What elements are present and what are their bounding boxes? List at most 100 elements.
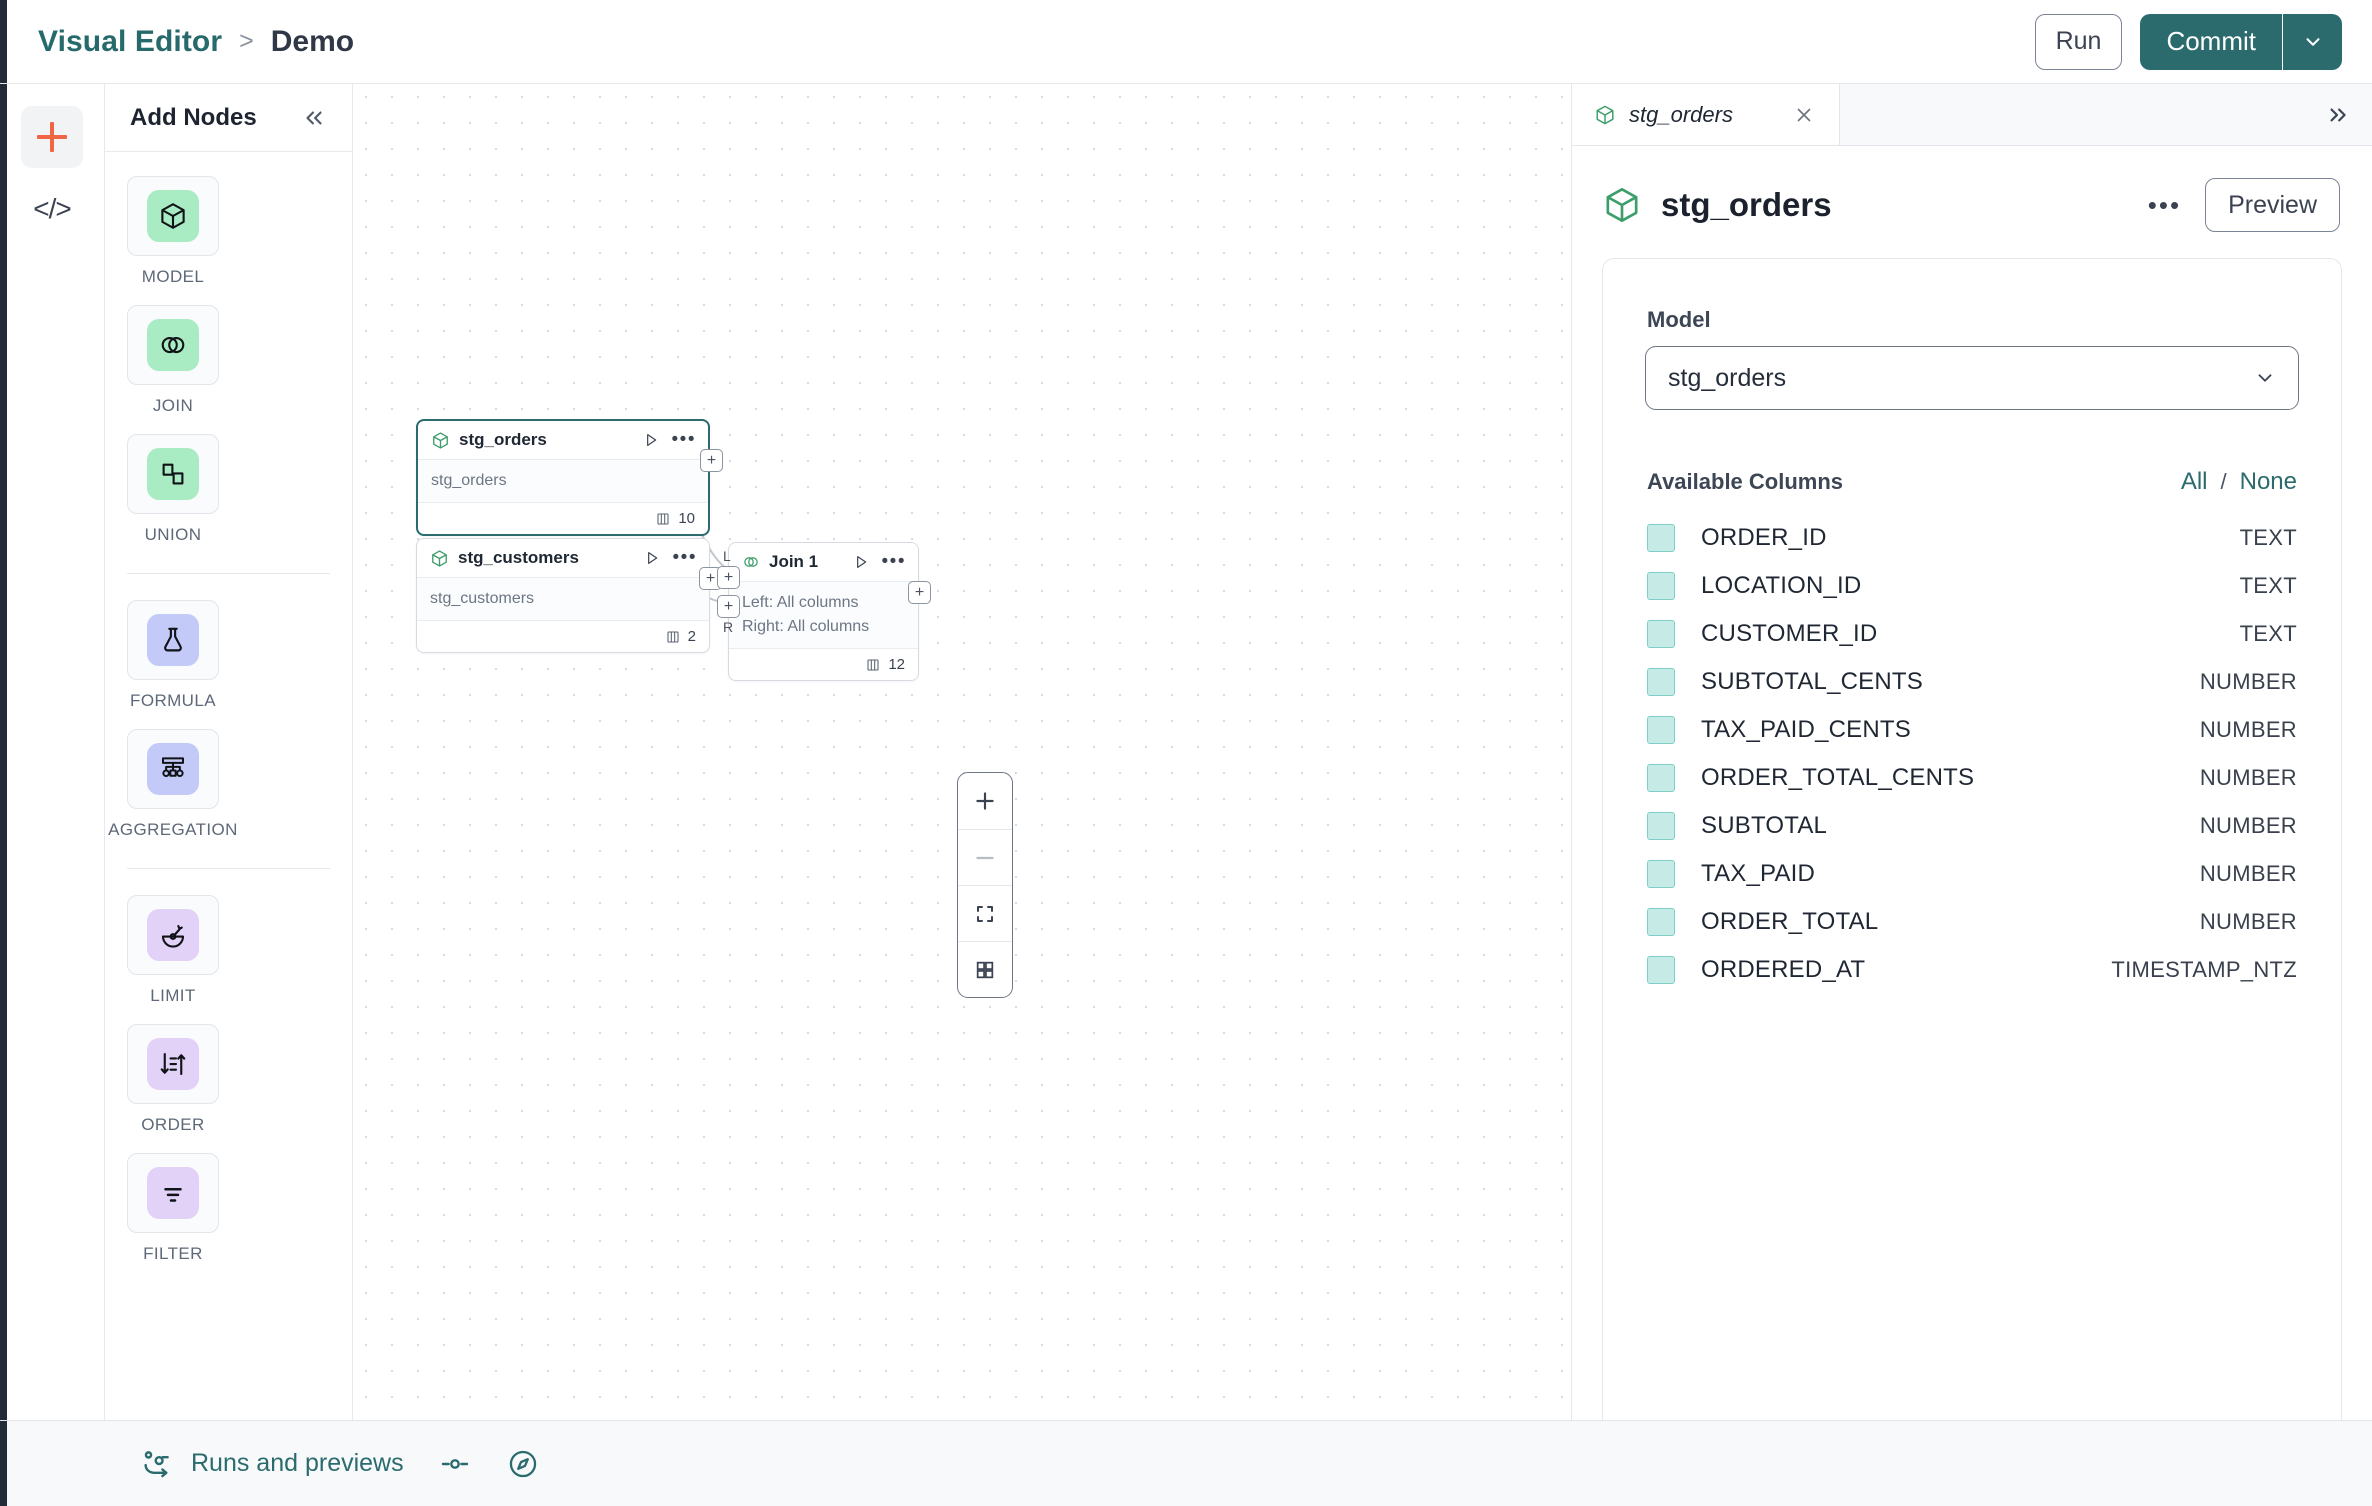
- explore-button[interactable]: [506, 1447, 540, 1481]
- commit-button[interactable]: Commit: [2140, 13, 2282, 70]
- available-columns-title: Available Columns: [1647, 469, 1844, 494]
- flow-node-stg-customers[interactable]: stg_customers ••• stg_customers 2 +: [416, 538, 722, 653]
- column-row[interactable]: ORDER_TOTAL NUMBER: [1647, 898, 2297, 946]
- node-label: JOIN: [152, 396, 194, 415]
- tab-bar-spacer: [1840, 84, 2372, 145]
- column-checkbox[interactable]: [1647, 908, 1675, 936]
- flow-node-join-1[interactable]: Join 1 ••• Left: All columns Right: All …: [717, 542, 931, 681]
- page-title: stg_orders: [1661, 186, 1832, 223]
- node-output-port[interactable]: +: [699, 567, 722, 590]
- column-checkbox[interactable]: [1647, 764, 1675, 792]
- node-chip: [147, 909, 199, 961]
- column-count: 10: [678, 510, 695, 527]
- code-view-rail-button[interactable]: </>: [21, 178, 83, 240]
- commit-dropdown-button[interactable]: [2282, 13, 2342, 70]
- column-checkbox[interactable]: [1647, 956, 1675, 984]
- tab-close-button[interactable]: [1793, 104, 1815, 126]
- column-name: ORDER_TOTAL: [1701, 908, 1879, 935]
- filter-icon: [164, 1188, 182, 1202]
- details-menu-button[interactable]: •••: [2147, 189, 2182, 220]
- node-button-order[interactable]: ORDER: [127, 1024, 219, 1135]
- run-button[interactable]: Run: [2034, 13, 2123, 70]
- node-menu-button[interactable]: •••: [671, 429, 696, 451]
- column-row[interactable]: TAX_PAID_CENTS NUMBER: [1647, 706, 2297, 754]
- node-output-port[interactable]: +: [908, 581, 931, 604]
- toggle-control[interactable]: [438, 1447, 472, 1481]
- preview-button[interactable]: Preview: [2205, 178, 2340, 232]
- fit-view-button[interactable]: [958, 885, 1012, 941]
- column-count: 2: [687, 628, 696, 645]
- node-label: MODEL: [141, 267, 205, 286]
- node-output-port[interactable]: +: [700, 449, 723, 472]
- model-select[interactable]: stg_orders: [1645, 346, 2299, 410]
- column-type: TEXT: [2239, 525, 2297, 550]
- select-all-link[interactable]: All: [2180, 468, 2208, 495]
- zoom-in-button[interactable]: [958, 773, 1012, 829]
- flask-icon: [164, 627, 182, 652]
- expand-panel-button[interactable]: [2324, 102, 2350, 128]
- minimap-toggle-button[interactable]: [958, 941, 1012, 997]
- runs-and-previews-button[interactable]: Runs and previews: [140, 1447, 404, 1481]
- flow-node-header: stg_orders •••: [418, 421, 708, 460]
- node-tile: [127, 729, 219, 809]
- venn-icon: [161, 336, 185, 354]
- add-node-rail-button[interactable]: [21, 106, 83, 168]
- flow-node-body: stg_customers: [417, 578, 709, 621]
- flow-icon: [144, 1450, 169, 1477]
- footer-edge-accent: [0, 1421, 7, 1506]
- column-row[interactable]: CUSTOMER_ID TEXT: [1647, 610, 2297, 658]
- node-input-port-right[interactable]: +: [717, 595, 740, 618]
- node-button-union[interactable]: UNION: [127, 434, 219, 545]
- column-checkbox[interactable]: [1647, 812, 1675, 840]
- breadcrumb-root-link[interactable]: Visual Editor: [38, 24, 223, 58]
- node-button-limit[interactable]: LIMIT: [127, 895, 219, 1006]
- column-checkbox[interactable]: [1647, 668, 1675, 696]
- run-node-button[interactable]: [853, 554, 869, 570]
- node-label: UNION: [144, 525, 202, 544]
- column-type: NUMBER: [2199, 669, 2297, 694]
- column-checkbox[interactable]: [1647, 716, 1675, 744]
- column-type: TEXT: [2239, 573, 2297, 598]
- column-name: TAX_PAID_CENTS: [1701, 716, 1911, 743]
- node-button-model[interactable]: MODEL: [127, 176, 219, 287]
- column-row[interactable]: ORDER_ID TEXT: [1647, 514, 2297, 562]
- available-columns-list: ORDER_ID TEXT LOCATION_ID TEXT CUSTOMER_…: [1603, 514, 2341, 994]
- column-row[interactable]: SUBTOTAL NUMBER: [1647, 802, 2297, 850]
- tab-stg-orders[interactable]: stg_orders: [1572, 84, 1840, 145]
- column-row[interactable]: SUBTOTAL_CENTS NUMBER: [1647, 658, 2297, 706]
- group-divider: [127, 573, 330, 574]
- flow-node-header: Join 1 •••: [729, 543, 918, 582]
- node-menu-button[interactable]: •••: [881, 551, 906, 573]
- collapse-panel-button[interactable]: [301, 105, 327, 131]
- run-node-button[interactable]: [644, 550, 660, 566]
- flow-canvas[interactable]: stg_orders ••• stg_orders 10 +: [353, 84, 1572, 1420]
- order-icon: [160, 1052, 186, 1076]
- flow-node-subtitle: stg_customers: [430, 590, 535, 607]
- node-tile: [127, 1153, 219, 1233]
- details-header-actions: ••• Preview: [2148, 178, 2340, 232]
- column-row[interactable]: TAX_PAID NUMBER: [1647, 850, 2297, 898]
- breadcrumb-current: Demo: [270, 24, 355, 58]
- add-nodes-header: Add Nodes: [105, 84, 352, 152]
- column-checkbox[interactable]: [1647, 572, 1675, 600]
- node-button-formula[interactable]: FORMULA: [127, 600, 219, 711]
- run-node-button[interactable]: [643, 432, 659, 448]
- slider-icon: [441, 1458, 468, 1469]
- node-button-filter[interactable]: FILTER: [127, 1153, 219, 1264]
- flow-node-stg-orders[interactable]: stg_orders ••• stg_orders 10 +: [416, 419, 723, 536]
- select-none-link[interactable]: None: [2239, 468, 2297, 495]
- node-button-join[interactable]: JOIN: [127, 305, 219, 416]
- zoom-out-button[interactable]: [958, 829, 1012, 885]
- column-type: TIMESTAMP_NTZ: [2111, 957, 2297, 982]
- column-name: LOCATION_ID: [1701, 572, 1862, 599]
- column-row[interactable]: ORDER_TOTAL_CENTS NUMBER: [1647, 754, 2297, 802]
- port-label-right: R: [723, 619, 734, 635]
- node-menu-button[interactable]: •••: [672, 547, 697, 569]
- column-row[interactable]: LOCATION_ID TEXT: [1647, 562, 2297, 610]
- node-button-aggregation[interactable]: AGGREGATION: [108, 729, 237, 840]
- column-checkbox[interactable]: [1647, 524, 1675, 552]
- column-row[interactable]: ORDERED_AT TIMESTAMP_NTZ: [1647, 946, 2297, 994]
- column-checkbox[interactable]: [1647, 860, 1675, 888]
- node-input-port-left[interactable]: +: [717, 566, 740, 589]
- column-checkbox[interactable]: [1647, 620, 1675, 648]
